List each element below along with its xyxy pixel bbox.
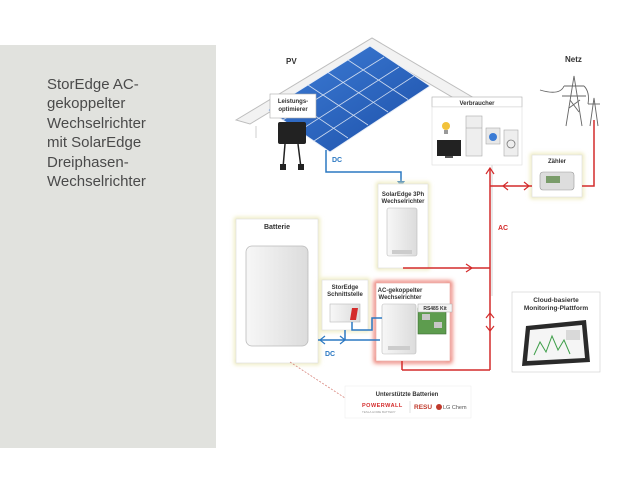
ac-inverter-box: AC-gekoppelter Wechselrichter (374, 281, 452, 363)
side-title: StorEdge AC- gekoppelter Wechselrichter … (47, 75, 212, 191)
side-panel (0, 45, 216, 448)
dc-label-pv: DC (332, 157, 342, 164)
schnittstelle-box: StorEdge Schnittstelle (320, 278, 370, 332)
side-title-line: Wechselrichter (47, 173, 146, 191)
brand-resu: RESU (414, 404, 432, 411)
side-title-line: StorEdge AC- (47, 76, 139, 93)
cloud-monitoring-box: Cloud-basierte Monitoring-Plattform (511, 291, 601, 373)
dc-label-battery: DC (325, 351, 335, 358)
rs485-label: RS485 Kit (423, 306, 447, 312)
verbraucher-label: Verbraucher (459, 101, 495, 107)
ac-inverter-label: Wechselrichter (379, 295, 423, 301)
supported-batteries: Unterstützte Batterien POWERWALL TESLA H… (344, 385, 472, 419)
zaehler-label: Zähler (548, 159, 567, 165)
side-title-line: gekoppelter (47, 95, 126, 113)
ac-inverter-label: AC-gekoppelter (378, 288, 423, 294)
optimizer-label: Leistungs- (278, 99, 308, 105)
brand-powerwall: POWERWALL (362, 403, 403, 409)
inverter-3ph-label: SolarEdge 3Ph (382, 192, 425, 198)
inverter-3ph-label: Wechselrichter (382, 199, 426, 205)
cloud-label: Monitoring-Plattform (524, 305, 588, 312)
battery-box: Batterie (234, 217, 320, 365)
zaehler-box: Zähler (530, 153, 584, 199)
optimizer-box: Leistungs- optimierer (269, 93, 317, 119)
supported-title: Unterstützte Batterien (376, 392, 439, 398)
dc-line-pv (325, 150, 402, 186)
solar-panel-array (267, 45, 431, 153)
brand-powerwall-sub: TESLA HOME BATTERY (362, 410, 396, 414)
optimizer-label: optimierer (278, 107, 308, 113)
side-title-line: Dreiphasen- (47, 153, 129, 171)
schnittstelle-label: StorEdge (332, 285, 359, 291)
ac-lines (401, 120, 595, 371)
cloud-label: Cloud-basierte (533, 297, 579, 304)
rs485-tag: RS485 Kit (417, 303, 453, 313)
ac-arrows (465, 166, 530, 332)
side-title-line: mit SolarEdge (47, 134, 142, 152)
power-pylon-icon (539, 75, 600, 127)
netz-label: Netz (565, 55, 582, 64)
appliances-icon (437, 115, 519, 158)
ac-label: AC (498, 225, 508, 232)
lg-logo-icon (436, 404, 442, 410)
schnittstelle-label: Schnittstelle (327, 292, 363, 298)
optimizer-device (278, 122, 306, 170)
battery-connector-dotted (289, 361, 346, 399)
inverter-3ph-box: SolarEdge 3Ph Wechselrichter (376, 182, 430, 270)
pv-label: PV (286, 57, 297, 66)
dc-arrows-battery (319, 335, 346, 345)
brand-lg: LG Chem (443, 405, 467, 411)
dc-lines-battery (318, 317, 382, 341)
side-title-line: Wechselrichter (47, 114, 146, 132)
battery-label: Batterie (264, 224, 290, 231)
